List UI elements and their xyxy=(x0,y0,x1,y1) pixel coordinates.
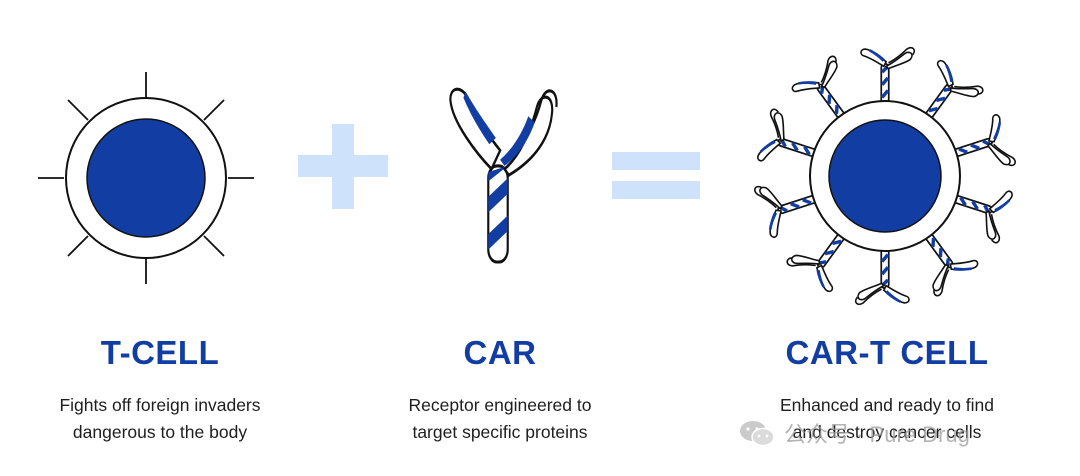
car-description: Receptor engineered to target specific p… xyxy=(340,392,660,446)
car-t-cell-nucleus xyxy=(828,119,942,233)
car-t-receptor-icon xyxy=(861,48,914,102)
car-t-receptor-icon xyxy=(856,250,909,304)
car-desc-line2: target specific proteins xyxy=(412,422,588,442)
t-cell-desc-line1: Fights off foreign invaders xyxy=(59,395,261,415)
wechat-icon xyxy=(740,421,775,447)
plus-operator-icon xyxy=(298,124,388,209)
t-cell-description: Fights off foreign invaders dangerous to… xyxy=(0,392,320,446)
car-receptor-icon xyxy=(448,87,559,264)
car-t-desc-line2: and destroy cancer cells xyxy=(792,422,982,442)
t-cell-nucleus xyxy=(86,118,206,238)
car-t-cell-title: CAR-T CELL xyxy=(785,334,989,371)
t-cell-title: T-CELL xyxy=(100,334,220,371)
t-cell-desc-line2: dangerous to the body xyxy=(72,422,248,442)
watermark: 公众号 · Pure Drug xyxy=(738,418,970,448)
car-t-cell-description: Enhanced and ready to find and destroy c… xyxy=(727,392,1047,446)
watermark-text: 公众号 · Pure Drug xyxy=(784,422,970,447)
car-t-cell-icon xyxy=(754,48,1016,305)
car-desc-line1: Receptor engineered to xyxy=(408,395,592,415)
t-cell-icon xyxy=(38,72,254,284)
car-title: CAR xyxy=(463,334,537,371)
equals-operator-icon xyxy=(612,152,700,199)
car-t-desc-line1: Enhanced and ready to find xyxy=(779,395,995,415)
t-cell-spikes xyxy=(38,72,254,284)
